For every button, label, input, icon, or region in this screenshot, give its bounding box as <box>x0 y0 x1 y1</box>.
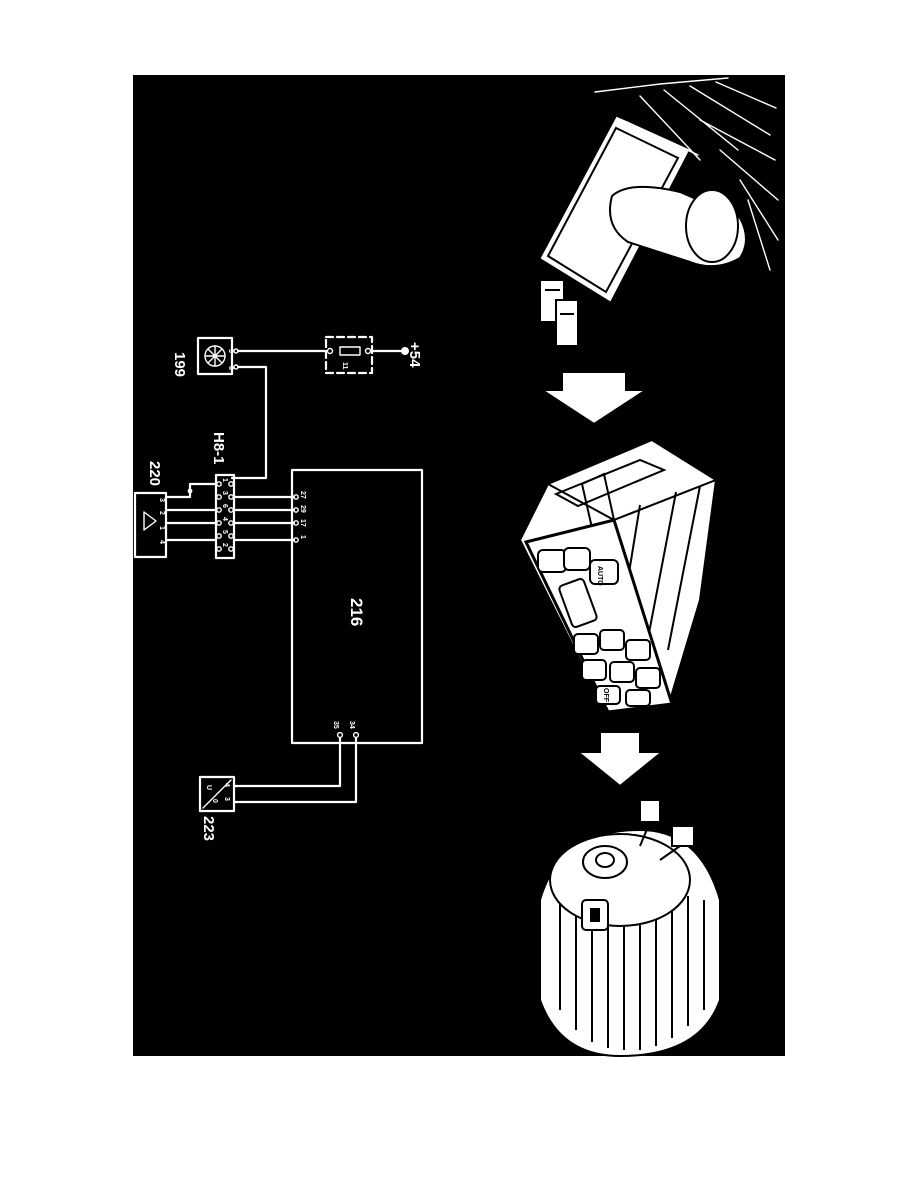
sensor-220-pin-2: 2 <box>158 511 165 515</box>
connector-pin-6: 6 <box>221 504 228 508</box>
arrow-down-icon-2 <box>575 731 665 788</box>
sensor-199: 5 6 199 <box>171 336 239 377</box>
actuator-223-box <box>198 775 236 813</box>
sensor-220-symbol-icon <box>143 511 157 531</box>
wire-223-to-216-34 <box>232 736 358 804</box>
blower-connector-1 <box>639 799 661 823</box>
panel-button-down-icon <box>537 549 567 573</box>
connector-pin-1: 1 <box>221 478 228 482</box>
sensor-220-pin-4: 4 <box>158 540 165 544</box>
arrow-down-icon <box>538 371 650 426</box>
connector-pin-4: 4 <box>221 517 228 521</box>
connector-h8-1-body <box>214 473 236 560</box>
module-pin-35: 35 <box>332 721 339 729</box>
actuator-223-u: U <box>205 785 212 790</box>
module-216-label: 216 <box>347 598 366 626</box>
connector-pin-5: 5 <box>221 530 228 534</box>
panel-button-up-icon <box>563 547 591 571</box>
actuator-223-label: 223 <box>200 816 217 841</box>
sensor-220-pin-1: 1 <box>158 526 165 530</box>
sensor-220-box <box>133 491 168 559</box>
sensor-220: 220 3 2 1 4 <box>133 461 168 559</box>
panel-button-auto-label: AUTO <box>596 566 603 586</box>
panel-button-auto <box>589 559 619 585</box>
fuse-element-icon <box>339 346 361 356</box>
climate-control-panel-illustration: AUTO OFF <box>518 438 719 714</box>
sensor-199-pin-6: 6 <box>227 366 234 370</box>
sensor-199-pin-5: 5 <box>227 349 234 353</box>
blower-connector-2 <box>671 825 695 847</box>
actuator-223: U 0 4 3 223 <box>198 775 236 841</box>
module-pin-1: 1 <box>299 535 306 539</box>
panel-button-off <box>595 685 621 705</box>
actuator-223-pin-3: 3 <box>223 797 230 801</box>
actuator-223-pin-4: 4 <box>223 783 230 787</box>
module-pin-34: 34 <box>348 721 355 729</box>
sensor-220-label: 220 <box>146 461 163 486</box>
supply-terminal <box>401 347 409 355</box>
panel-button-off-label: OFF <box>602 688 609 703</box>
connector-pin-3: 3 <box>221 491 228 495</box>
sun-sensor-illustration <box>539 77 779 347</box>
fuse-label: 11 <box>341 362 348 370</box>
sensor-199-label: 199 <box>171 352 188 377</box>
panel-display <box>558 578 598 628</box>
module-pin-17: 17 <box>299 519 306 527</box>
sensor-220-pin-3: 3 <box>158 498 165 502</box>
actuator-223-zero: 0 <box>211 799 218 803</box>
connector-h8-1-label: H8-1 <box>210 432 227 465</box>
sensor-199-box <box>196 336 234 376</box>
module-pin-27: 27 <box>299 491 306 499</box>
blower-motor <box>549 833 691 927</box>
blower-fan-illustration <box>539 799 721 1058</box>
fuse-box <box>324 335 374 375</box>
supply-label: +54 <box>406 342 423 368</box>
wire-199-to-h8 <box>230 365 268 480</box>
fuse-11: 11 <box>324 335 374 375</box>
schematic: 5 6 199 11 +54 H8-1 2 5 <box>133 335 424 841</box>
wire-223-to-216-35 <box>232 736 342 788</box>
module-pin-29: 29 <box>299 505 306 513</box>
connector-pin-2: 2 <box>221 543 228 547</box>
